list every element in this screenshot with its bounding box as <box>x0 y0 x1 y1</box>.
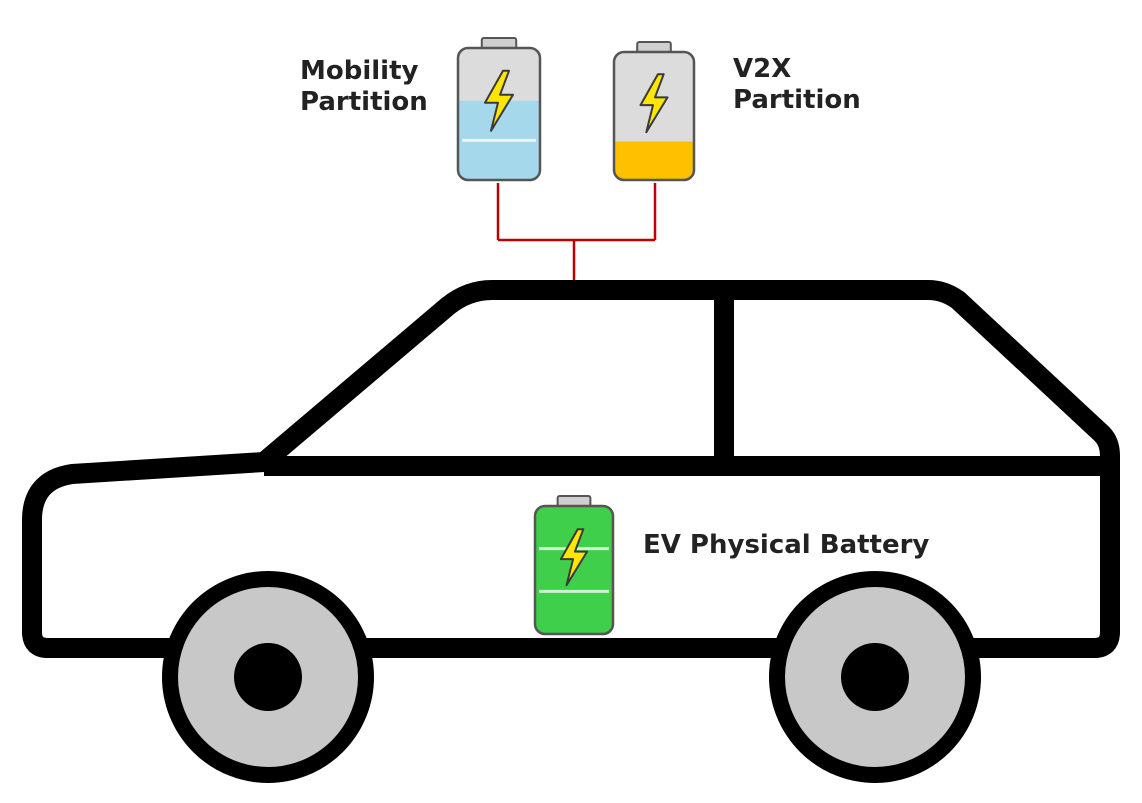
ev-battery-fill-group <box>535 506 613 634</box>
v2x-partition-battery <box>612 41 696 182</box>
mobility-label-line2: Partition <box>300 87 428 118</box>
mobility-partition-battery <box>456 37 542 182</box>
ev-battery-outline <box>533 504 615 636</box>
mobility-battery-outline <box>456 46 542 182</box>
lightning-bolt-icon <box>639 73 669 134</box>
rear-wheel <box>769 571 981 783</box>
mobility-label-line1: Mobility <box>300 56 419 86</box>
v2x-battery-fill-group <box>614 141 694 180</box>
lightning-bolt-icon <box>559 528 589 587</box>
ev-physical-battery-label: EV Physical Battery <box>643 530 930 560</box>
mobility-partition-label: Mobility Partition <box>300 56 428 118</box>
v2x-battery-fill <box>614 141 694 180</box>
front-hub <box>234 643 302 711</box>
car <box>22 280 1120 783</box>
v2x-label-line2: Partition <box>733 85 861 116</box>
v2x-battery-outline <box>612 50 696 182</box>
rear-hub <box>841 643 909 711</box>
v2x-partition-label: V2X Partition <box>733 54 861 116</box>
v2x-label-line1: V2X <box>733 54 792 84</box>
ev-physical-battery <box>533 495 615 636</box>
lightning-bolt-icon <box>484 69 514 132</box>
front-wheel <box>162 571 374 783</box>
